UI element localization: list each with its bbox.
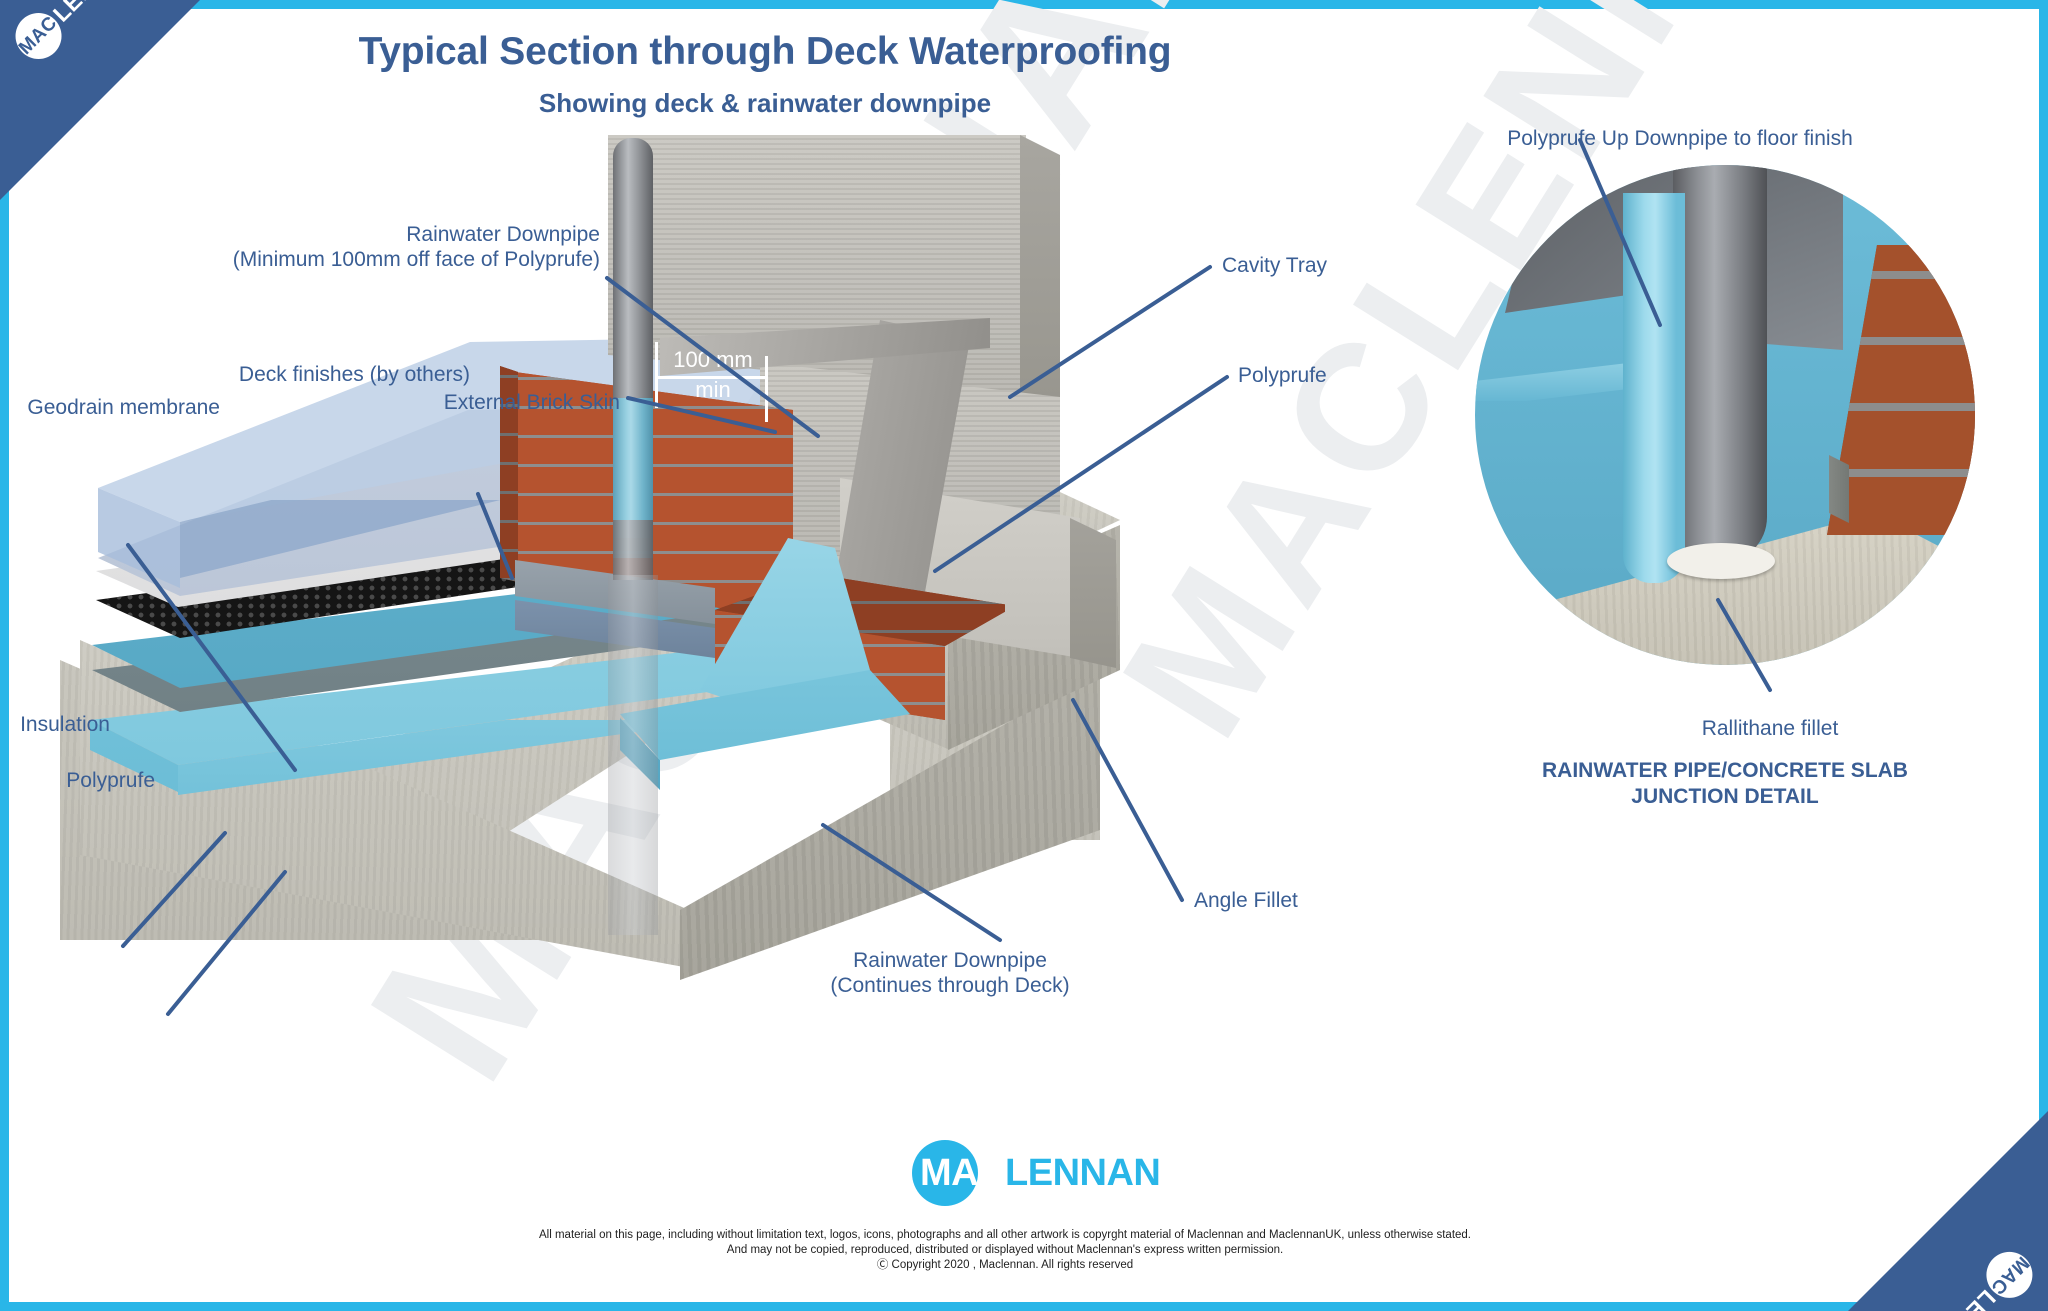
page-title: Typical Section through Deck Waterproofi… [358, 30, 1172, 73]
detail-rallithane-fillet [1667, 543, 1775, 579]
detail-polyprufe-up-pipe [1623, 193, 1685, 583]
logo-text: MACLENNAN [920, 1151, 1161, 1195]
label-angle-fillet: Angle Fillet [1194, 889, 1298, 912]
label-polyprufe-left: Polyprufe [66, 769, 155, 792]
dimension-value-top: 100 mm [673, 347, 753, 372]
label-rainwater-downpipe-deck: Rainwater Downpipe (Continues through De… [830, 949, 1070, 997]
detail-board-right [1753, 165, 1843, 350]
detail-title-line1: RAINWATER PIPE/CONCRETE SLAB [1542, 759, 1908, 782]
corner-badge-top-left: MAC LENNAN [0, 0, 200, 200]
label-insulation: Insulation [20, 713, 110, 736]
copyright-line-2: And may not be copied, reproduced, distr… [726, 1244, 1284, 1256]
junction-detail-illustration [1475, 165, 1975, 665]
logo-text-mac: MAC [920, 1151, 1006, 1194]
detail-title: RAINWATER PIPE/CONCRETE SLAB JUNCTION DE… [1480, 758, 1970, 810]
copyright-line-1: All material on this page, including wit… [539, 1229, 1471, 1241]
label-rallithane-fillet: Rallithane fillet [1701, 717, 1839, 740]
detail-brick-edge [1829, 455, 1849, 523]
label-rainwater-downpipe-top: Rainwater Downpipe (Minimum 100mm off fa… [232, 223, 600, 271]
page-subtitle: Showing deck & rainwater downpipe [538, 88, 992, 118]
copyright-block: All material on this page, including wit… [0, 1228, 2010, 1273]
corner-badge-bottom-right: MAC LENNAN [1848, 1111, 2048, 1311]
label-polyprufe-right: Polyprufe [1238, 364, 1327, 387]
dimension-value-bottom: min [695, 377, 731, 402]
label-external-brick-skin: External Brick Skin [443, 391, 620, 414]
maclennan-logo: MACLENNAN [912, 1140, 1161, 1206]
label-geodrain-membrane: Geodrain membrane [27, 396, 220, 419]
label-deck-finishes: Deck finishes (by others) [238, 363, 470, 386]
copyright-line-3: Ⓒ Copyright 2020 , Maclennan. All rights… [876, 1259, 1134, 1271]
detail-title-line2: JUNCTION DETAIL [1631, 785, 1819, 808]
label-polyprufe-up-downpipe: Polyprufe Up Downpipe to floor finish [1507, 127, 1853, 150]
rainwater-downpipe-through-deck [608, 575, 658, 935]
logo-circle-icon [912, 1140, 978, 1206]
detail-downpipe [1673, 165, 1767, 563]
label-cavity-tray: Cavity Tray [1222, 254, 1328, 277]
rainwater-downpipe-mid [613, 520, 653, 580]
logo-text-lennan: LENNAN [1005, 1151, 1161, 1194]
